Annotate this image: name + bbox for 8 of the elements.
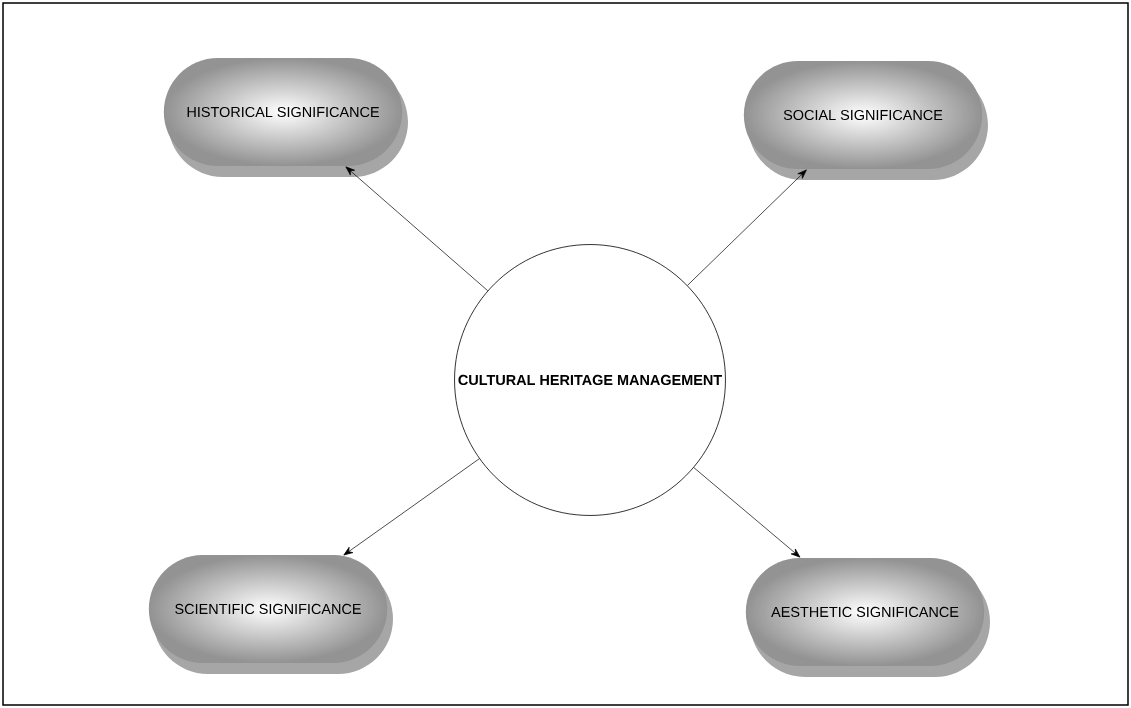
arrow xyxy=(345,166,488,291)
pill-box: HISTORICAL SIGNIFICANCE xyxy=(163,58,408,177)
arrow xyxy=(687,169,807,286)
pill-box: SOCIAL SIGNIFICANCE xyxy=(743,61,988,180)
pill-box: SCIENTIFIC SIGNIFICANCE xyxy=(148,555,393,674)
arrow xyxy=(693,467,801,558)
arrow xyxy=(343,458,480,556)
pill-box: AESTHETIC SIGNIFICANCE xyxy=(745,558,990,677)
